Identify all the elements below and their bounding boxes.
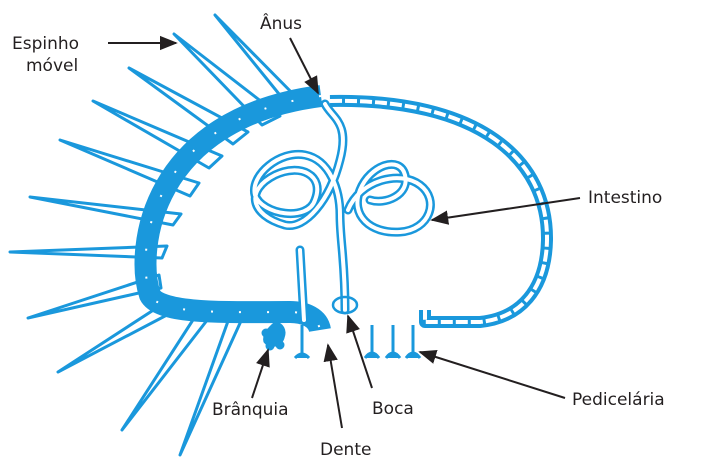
leader-branquia: [252, 350, 268, 398]
leader-dente: [328, 345, 342, 428]
label-boca: Boca: [372, 399, 414, 419]
label-intestino: Intestino: [588, 188, 662, 208]
intestine: [254, 104, 430, 320]
pedicellariae: [365, 325, 420, 358]
label-pedicelaria: Pedicelária: [572, 390, 665, 410]
label-espinho-line2: móvel: [26, 56, 78, 76]
leader-boca: [348, 316, 372, 388]
gills: [262, 322, 285, 350]
leader-anus: [290, 38, 318, 93]
label-espinho-line1: Espinho: [12, 34, 79, 54]
label-dente: Dente: [320, 440, 371, 460]
tube-feet: [295, 325, 309, 358]
leader-intestino: [432, 198, 580, 220]
label-branquia: Brânquia: [212, 400, 289, 420]
label-anus: Ânus: [260, 14, 302, 34]
leader-pedicelaria: [420, 352, 565, 398]
